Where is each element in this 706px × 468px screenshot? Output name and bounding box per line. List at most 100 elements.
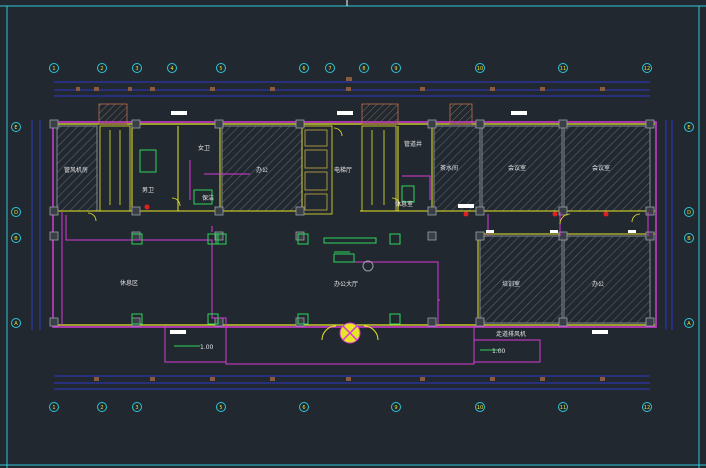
dimension-lines-bottom (54, 375, 650, 390)
room-labels: 管风机房 女卫 男卫 保洁 办公 电梯厅 管道井 茶水间 会议室 会议室 培训室… (64, 140, 610, 355)
label-corridor-fan: 走道排风机 (496, 330, 526, 338)
axis-top-3-circle (132, 63, 142, 73)
column (49, 231, 59, 241)
axis-top-4-label: 4 (170, 66, 173, 72)
axis-row-right-E-label: E (687, 125, 690, 131)
axis-row-left-D-circle (11, 207, 21, 217)
label-meeting-room-1: 会议室 (508, 164, 526, 172)
axis-bottom-1-circle (49, 402, 59, 412)
interior-partitions (55, 126, 655, 325)
axis-row-right-A-circle (684, 318, 694, 328)
axis-top-12-circle (642, 63, 652, 73)
label-note-right: 1.00 (492, 348, 506, 355)
axis-top-7-label: 7 (328, 66, 331, 72)
elevator-shafts (301, 125, 333, 215)
axis-row-right-E-circle (684, 122, 694, 132)
column (558, 231, 568, 241)
column (131, 231, 141, 241)
axis-bottom-12-label: 12 (644, 405, 650, 411)
ventilation-fixtures (131, 149, 500, 351)
label-equipment-room: 管风机房 (64, 166, 88, 174)
axis-row-left-B-circle (11, 233, 21, 243)
axis-top-11-label: 11 (560, 66, 566, 72)
axis-bottom-3-circle (132, 402, 142, 412)
section-tags (170, 111, 636, 334)
dimension-ticks-top (76, 77, 605, 91)
column (475, 317, 485, 327)
axis-top-4-circle (167, 63, 177, 73)
label-elevator-hall: 电梯厅 (334, 166, 352, 174)
column (427, 119, 437, 129)
column (295, 119, 305, 129)
column (214, 231, 224, 241)
dimension-lines-top (54, 81, 650, 97)
axis-top-1-label: 1 (52, 66, 55, 72)
label-male-toilet: 男卫 (142, 187, 154, 194)
axis-bottom-3-label: 3 (135, 405, 138, 411)
label-pantry: 茶水间 (440, 164, 458, 172)
axis-row-right-D-label: D (687, 210, 691, 216)
column (558, 206, 568, 216)
stair-core-right (361, 125, 397, 212)
label-office-hall: 办公大厅 (334, 280, 358, 288)
axis-row-right-A-label: A (687, 321, 691, 327)
column (214, 119, 224, 129)
column (49, 206, 59, 216)
column (475, 206, 485, 216)
axis-top-8-circle (359, 63, 369, 73)
axis-bottom-10-circle (475, 402, 485, 412)
axis-row-left-E-circle (11, 122, 21, 132)
axis-top-2-circle (97, 63, 107, 73)
dimension-lines-side (31, 120, 673, 330)
column (475, 231, 485, 241)
column (49, 317, 59, 327)
axis-top-9-label: 9 (394, 66, 397, 72)
label-cleaning: 保洁 (202, 194, 214, 202)
column (427, 317, 437, 327)
column (475, 119, 485, 129)
axis-top-6-label: 6 (302, 66, 305, 72)
door-swings (87, 127, 641, 225)
axis-bottom-11-circle (558, 402, 568, 412)
axis-row-right-B-circle (684, 233, 694, 243)
column (645, 119, 655, 129)
axis-top-5-label: 5 (219, 66, 222, 72)
label-note-left: 1.00 (200, 344, 214, 351)
label-training-room: 培训室 (502, 280, 520, 288)
column (645, 317, 655, 327)
axis-top-10-label: 10 (477, 66, 483, 72)
column (295, 206, 305, 216)
axis-bottom-10-label: 10 (477, 405, 483, 411)
axis-top-6-circle (299, 63, 309, 73)
label-pipe-well: 管道井 (404, 140, 422, 148)
column (131, 206, 141, 216)
pipework (61, 160, 649, 365)
axis-bottom-5-circle (216, 402, 226, 412)
column (295, 231, 305, 241)
axis-top-5-circle (216, 63, 226, 73)
column (214, 206, 224, 216)
axis-row-left-A-label: A (14, 321, 18, 327)
axis-top-12-label: 12 (644, 66, 650, 72)
axis-row-right-B-label: B (687, 236, 691, 242)
column (427, 231, 437, 241)
structural-columns (49, 119, 655, 327)
red-valves (144, 204, 609, 217)
axis-bottom-11-label: 11 (560, 405, 566, 411)
column (558, 119, 568, 129)
axis-top-1-circle (49, 63, 59, 73)
axis-bottom-5-label: 5 (219, 405, 222, 411)
column (49, 119, 59, 129)
stair-core-left (99, 125, 131, 212)
axis-bottom-1-label: 1 (52, 405, 55, 411)
column (131, 119, 141, 129)
axis-top-10-circle (475, 63, 485, 73)
label-office-left: 办公 (256, 166, 268, 174)
axis-bottom-9-circle (391, 402, 401, 412)
label-rest-area: 休息区 (120, 279, 138, 287)
column (558, 317, 568, 327)
